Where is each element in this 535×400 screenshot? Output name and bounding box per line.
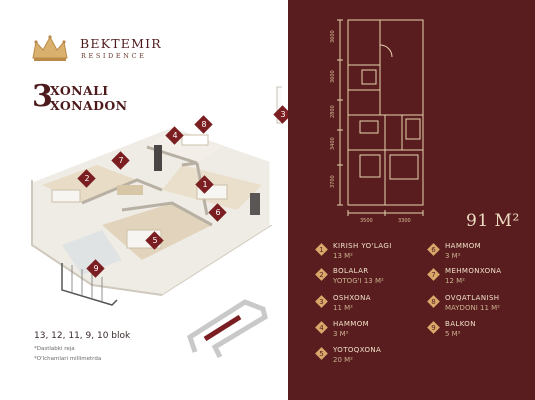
dim-height-4: 3400 [330, 137, 336, 150]
technical-floor-plan: 3600 3600 2800 3400 3700 3500 3300 [330, 19, 424, 224]
note-units: *O'lchamlari millimetrda [34, 356, 102, 362]
brand-subtitle: RESIDENCE [81, 52, 147, 60]
dim-height-5: 3700 [330, 175, 336, 188]
block-list: 13, 12, 11, 9, 10 blok [34, 331, 131, 341]
left-panel: BEKTEMIR RESIDENCE 3 XONALI XONADON [31, 35, 288, 362]
rooms-count: 3 [32, 79, 53, 114]
crown-icon [32, 35, 68, 61]
dim-width-left: 3500 [360, 218, 373, 224]
right-panel [288, 0, 535, 400]
dim-height-1: 3600 [330, 30, 336, 43]
total-area: 91 M² [466, 211, 520, 231]
dim-height-2: 3600 [330, 70, 336, 83]
dim-width-right: 3300 [398, 218, 411, 224]
building-key-plan [187, 299, 268, 359]
dim-height-3: 2800 [330, 105, 336, 118]
title-line2: XONADON [50, 98, 128, 113]
note-preliminary: *Dastlabki reja [34, 346, 75, 352]
brand-name: BEKTEMIR [80, 36, 162, 51]
isometric-floor-plan [31, 86, 282, 306]
title-line1: XONALI [50, 83, 109, 98]
